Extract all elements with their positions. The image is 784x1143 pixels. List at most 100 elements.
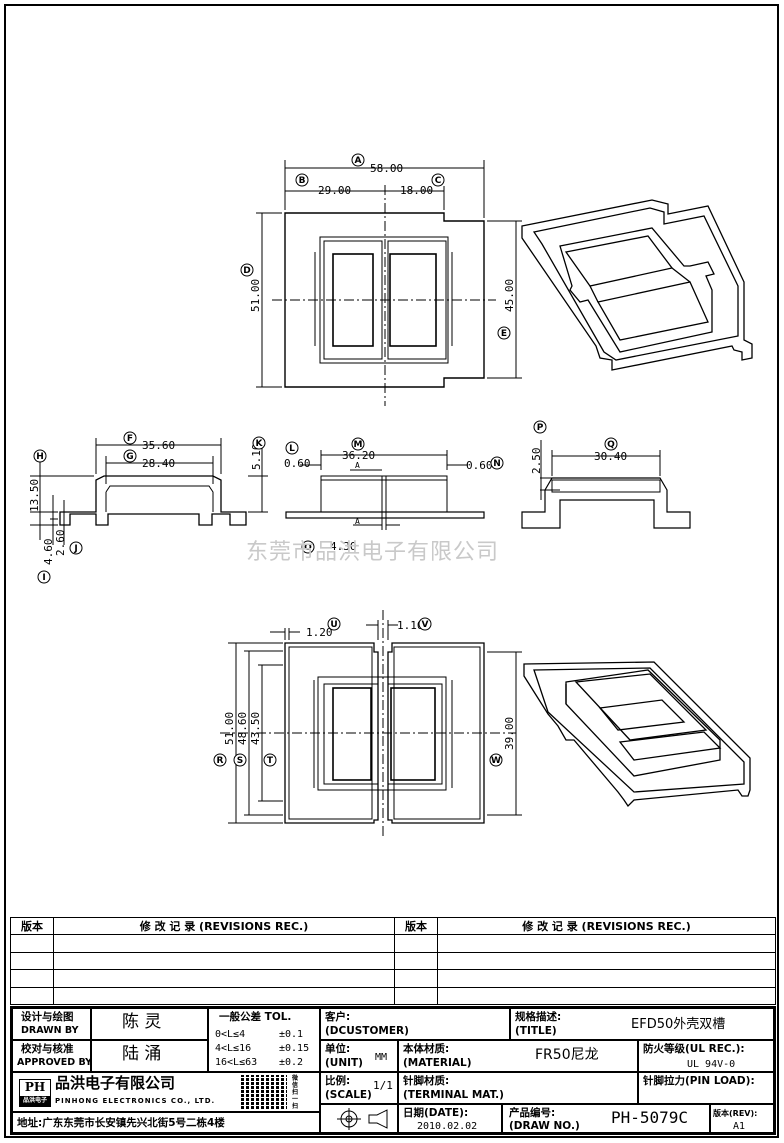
customer-cell: 客户: (DCUSTOMER)	[320, 1008, 510, 1040]
date-cell: 日期(DATE): 2010.02.02	[398, 1104, 502, 1133]
callout-letter-i: I	[42, 573, 45, 583]
callout-circle-w	[489, 753, 503, 767]
dim-t: 43.50	[249, 712, 262, 745]
title-label: 规格描述:	[515, 1011, 562, 1023]
callout-circle-u	[327, 617, 341, 631]
dim-d: 51.00	[249, 279, 262, 312]
callout-circle-r	[213, 753, 227, 767]
callout-circle-l	[285, 441, 299, 455]
approved-label: 校对与核准	[21, 1043, 74, 1055]
dim-w: 39.00	[503, 717, 516, 750]
scale-value: 1/1	[373, 1079, 393, 1092]
dim-h: 13.50	[28, 479, 41, 512]
callout-circle-f	[123, 431, 137, 445]
tolerance-cell: 一般公差 TOL. 0<L≤4 ±0.1 4<L≤16 ±0.15 16<L≤6…	[208, 1008, 320, 1072]
company-name: 品洪电子有限公司	[55, 1074, 176, 1092]
drawn-by: 陈 灵	[122, 1012, 162, 1032]
callout-circle-b	[295, 173, 309, 187]
callout-letter-r: R	[217, 756, 224, 766]
title-value: EFD50外壳双槽	[631, 1017, 726, 1032]
pin-load-label: 针脚拉力(PIN LOAD):	[643, 1075, 755, 1087]
approved-label-cell: 校对与核准 APPROVED BY	[12, 1040, 93, 1072]
callout-letter-c: C	[435, 176, 442, 186]
callout-letter-d: D	[243, 266, 250, 276]
callout-circle-i	[37, 570, 51, 584]
qr-code	[241, 1075, 287, 1109]
callout-circle-k	[252, 436, 266, 450]
callout-letter-a: A	[355, 156, 362, 166]
dim-c: 18.00	[400, 184, 433, 197]
dim-p: 2.50	[530, 448, 543, 475]
unit-label-en: (UNIT)	[325, 1057, 363, 1069]
section-view-middle: 36.20 0.60 0.60 4.30 A A	[284, 449, 493, 553]
dim-n: 0.60	[466, 459, 493, 472]
callout-circle-c	[431, 173, 445, 187]
callout-letter-q: Q	[607, 440, 615, 450]
dim-s: 48.60	[236, 712, 249, 745]
material-value: FR50尼龙	[535, 1047, 599, 1063]
qr-caption: 微信扫一扫	[292, 1075, 299, 1110]
drawno-label-en: (DRAW NO.)	[509, 1120, 580, 1132]
top-view: 58.00 29.00 18.00 51.00 45.00	[249, 160, 522, 406]
projection-icon	[337, 1108, 388, 1130]
callout-letter-s: S	[237, 756, 243, 766]
terminal-label-en: (TERMINAL MAT.)	[403, 1089, 504, 1101]
drawn-by-label-cell: 设计与绘图 DRAWN BY	[12, 1008, 91, 1040]
callout-letter-k: K	[256, 439, 264, 449]
drawn-by-cell: 陈 灵	[91, 1008, 208, 1040]
address-cell: 地址:广东东莞市长安镇先兴北街5号二栋4楼	[12, 1112, 320, 1133]
fire-label: 防火等级(UL REC.):	[643, 1043, 745, 1055]
callout-circle-o	[301, 540, 315, 554]
dim-u: 1.20	[306, 626, 333, 639]
callout-circle-p	[533, 420, 547, 434]
isometric-view-bottom	[523, 661, 751, 808]
callout-letter-u: U	[330, 620, 337, 630]
version-value: A1	[733, 1121, 746, 1132]
address: 地址:广东东莞市长安镇先兴北街5号二栋4楼	[17, 1117, 225, 1129]
callout-circle-h	[33, 449, 47, 463]
scale-label-en: (SCALE)	[325, 1089, 372, 1101]
section-view-right: 30.40 2.50	[521, 440, 691, 529]
bottom-view: 51.00 48.60 43.50 39.00 1.20 1.10	[220, 610, 522, 836]
callout-letter-p: P	[537, 423, 544, 433]
fire-cell: 防火等级(UL REC.): UL 94V-0	[638, 1040, 774, 1072]
tol-range-3: 16<L≤63	[215, 1057, 258, 1068]
callout-letter-m: M	[354, 440, 363, 450]
tolerance-title: 一般公差 TOL.	[219, 1011, 292, 1023]
rev-col-record: 修 改 记 录 (REVISIONS REC.)	[53, 916, 395, 936]
customer-label-en: (DCUSTOMER)	[325, 1025, 409, 1037]
drawno-value: PH-5079C	[611, 1108, 689, 1127]
callout-letter-v: V	[422, 620, 429, 630]
callout-letter-b: B	[299, 176, 306, 186]
customer-label: 客户:	[325, 1011, 351, 1023]
tol-value-1: ±0.1	[279, 1029, 304, 1040]
scale-cell: 比例: (SCALE) 1/1	[320, 1072, 398, 1104]
dim-a: 58.00	[370, 162, 403, 175]
dim-b: 29.00	[318, 184, 351, 197]
tol-range-2: 4<L≤16	[215, 1043, 252, 1054]
dim-q: 30.40	[594, 450, 627, 463]
callout-letter-t: T	[267, 756, 274, 766]
callout-circle-e	[497, 326, 511, 340]
callout-letter-e: E	[501, 329, 507, 339]
dim-f: 35.60	[142, 439, 175, 452]
tol-range-1: 0<L≤4	[215, 1029, 246, 1040]
logo-sub: 品洪电子	[20, 1096, 50, 1106]
projection-cell	[320, 1104, 398, 1133]
fire-value: UL 94V-0	[687, 1059, 736, 1070]
callout-circle-a	[351, 153, 365, 167]
date-value: 2010.02.02	[417, 1121, 478, 1132]
callout-letter-o: O	[304, 543, 312, 553]
callout-letter-f: F	[127, 434, 133, 444]
drawn-by-label: 设计与绘图	[21, 1011, 74, 1023]
unit-label: 单位:	[325, 1043, 351, 1055]
terminal-cell: 针脚材质: (TERMINAL MAT.)	[398, 1072, 638, 1104]
callout-letter-w: W	[491, 756, 501, 766]
dim-v: 1.10	[397, 619, 424, 632]
date-label: 日期(DATE):	[403, 1107, 469, 1119]
terminal-label: 针脚材质:	[403, 1075, 450, 1087]
approved-label-en: APPROVED BY	[17, 1057, 93, 1068]
material-cell: 本体材质: (MATERIAL) FR50尼龙	[398, 1040, 638, 1072]
drawno-cell: 产品编号: (DRAW NO.) PH-5079C	[502, 1104, 710, 1133]
